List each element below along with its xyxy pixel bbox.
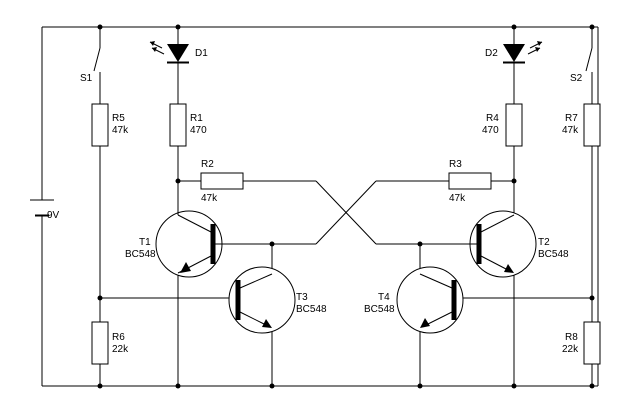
switch-s2: S2	[570, 47, 593, 84]
transistor-t3-name: T3	[296, 292, 308, 303]
resistor-r1: R1 470	[169, 103, 207, 147]
resistor-r4-value: 470	[482, 125, 499, 136]
switch-s2-label: S2	[570, 73, 583, 84]
resistor-r3-value: 47k	[449, 193, 466, 204]
led-d1: D1	[149, 41, 208, 64]
resistor-r2-name: R2	[201, 159, 214, 170]
transistor-t4-name: T4	[378, 292, 390, 303]
resistor-r7-value: 47k	[562, 125, 579, 136]
resistor-r7-name: R7	[565, 113, 578, 124]
wiring	[41, 26, 599, 387]
battery: 9V	[30, 199, 60, 221]
resistor-r8-value: 22k	[562, 344, 579, 355]
transistor-t1-part: BC548	[125, 249, 156, 260]
resistor-r6-value: 22k	[112, 344, 129, 355]
transistor-t4: T4 BC548	[364, 266, 464, 334]
resistor-r5-value: 47k	[112, 125, 129, 136]
transistor-t3: T3 BC548	[228, 266, 327, 334]
resistor-r3-name: R3	[449, 159, 462, 170]
battery-label: 9V	[47, 210, 60, 221]
resistor-r1-name: R1	[190, 113, 203, 124]
transistor-t1-name: T1	[139, 237, 151, 248]
transistor-t4-part: BC548	[364, 304, 395, 315]
transistor-t2-name: T2	[538, 237, 550, 248]
resistor-r8: R8 22k	[562, 321, 601, 365]
led-d2-label: D2	[485, 48, 498, 59]
resistor-r7: R7 47k	[562, 103, 601, 147]
resistor-r1-value: 470	[190, 125, 207, 136]
resistor-r6: R6 22k	[91, 321, 129, 365]
resistor-r6-name: R6	[112, 332, 125, 343]
resistor-r4-name: R4	[486, 113, 499, 124]
resistor-r5: R5 47k	[91, 103, 129, 147]
resistor-r4: R4 470	[482, 103, 523, 147]
transistor-t3-part: BC548	[296, 304, 327, 315]
resistor-r2-value: 47k	[201, 193, 218, 204]
resistor-r2: R2 47k	[200, 159, 244, 204]
resistor-r3: R3 47k	[448, 159, 492, 204]
resistor-r5-name: R5	[112, 113, 125, 124]
switch-s1: S1	[80, 47, 101, 84]
transistor-t2: T2 BC548	[469, 210, 569, 278]
transistor-t2-part: BC548	[538, 249, 569, 260]
junction-dots	[97, 24, 595, 389]
led-d2: D2	[485, 41, 543, 64]
resistor-r8-name: R8	[565, 332, 578, 343]
led-d1-label: D1	[195, 48, 208, 59]
transistor-t1: T1 BC548	[125, 210, 224, 278]
switch-s1-label: S1	[80, 73, 93, 84]
